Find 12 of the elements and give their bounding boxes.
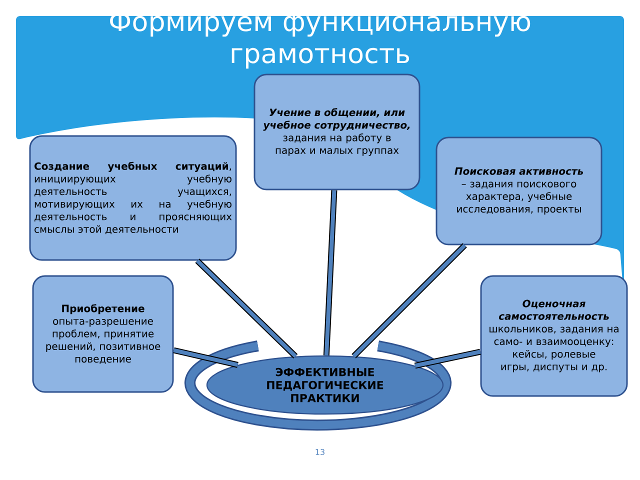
text-box: Оценочная самостоятельность школьников, задания на само- и взаимооценку: кейсы, ролевые игры, диспуты и др. (480, 275, 628, 397)
text-box: Поисковая активность – задания поискового характера, учебные исследования, проекты (436, 136, 602, 246)
connector (323, 190, 338, 356)
text-box: Создание учебных ситуаций, инициирующих учебную деятельность учащихся, мотивирующих их на учебную деятельность и проясняющих смыслы этой деятельности (29, 135, 237, 261)
page-number: 13 (316, 448, 324, 456)
connector (195, 258, 298, 358)
text-box: Приобретение опыта-разрешение проблем, принятие решений, позитивное поведение (32, 275, 174, 393)
title: Формируем функциональную грамотность (110, 11, 530, 69)
connector (414, 348, 481, 369)
text-box: Учение в общении, или учебное сотрудничество, задания на работу в парах и малых группах (254, 74, 420, 190)
connector (352, 243, 467, 358)
connector (173, 347, 238, 368)
